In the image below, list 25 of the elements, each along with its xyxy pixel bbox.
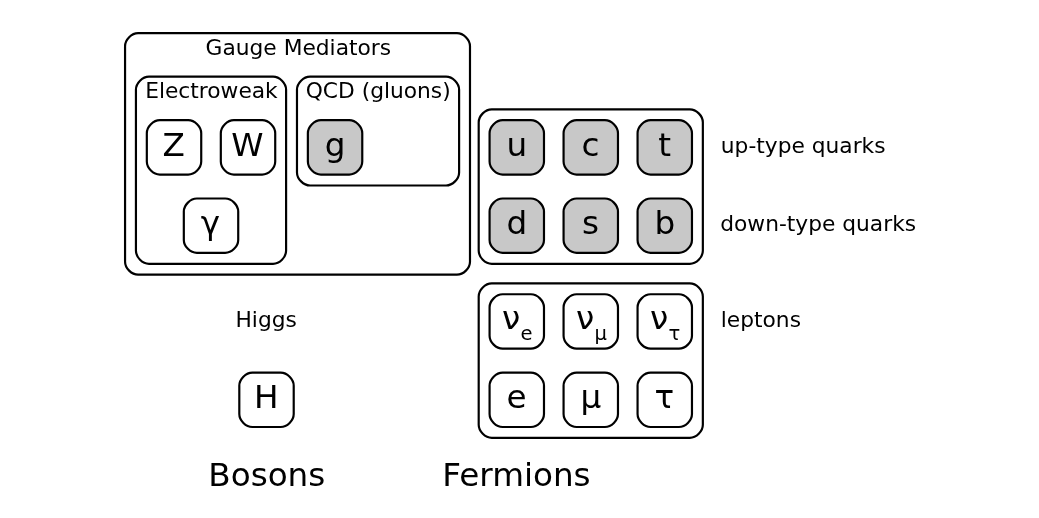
node-box: g: [306, 119, 364, 176]
node-box: e: [488, 371, 546, 429]
node-box: W: [219, 119, 277, 176]
node-box: b: [636, 197, 694, 254]
cluster: [477, 108, 704, 265]
node-label: down-type quarks: [720, 211, 917, 237]
node-box: d: [488, 197, 546, 254]
node-box: ν$_{μ}$: [562, 293, 620, 350]
node-box: H: [238, 371, 295, 429]
node-box: s: [562, 197, 620, 254]
node-box: ν$_{τ}$: [636, 293, 694, 350]
node-label: up-type quarks: [720, 132, 886, 158]
node-label: leptons: [720, 306, 801, 332]
node-box: μ: [562, 371, 620, 429]
node-box: c: [562, 119, 620, 176]
node-box: ν$_{e}$: [488, 293, 546, 350]
label: Fermions: [442, 456, 591, 495]
node-box: u: [488, 119, 546, 176]
label: Bosons: [208, 456, 326, 495]
cluster: [477, 282, 704, 439]
node-label: Higgs: [235, 306, 297, 332]
node-box: τ: [636, 371, 694, 429]
node-box: γ: [182, 197, 240, 254]
node-box: t: [636, 119, 694, 176]
node-box: Z: [145, 119, 203, 176]
